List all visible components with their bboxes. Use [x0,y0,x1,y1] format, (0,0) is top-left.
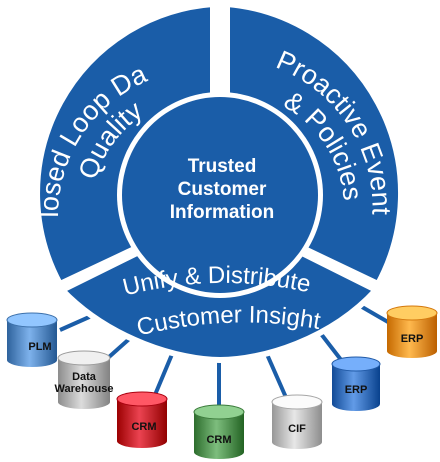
database-label-erp-orange: ERP [401,333,424,345]
center-circle [122,97,318,293]
database-body-plm [7,320,57,367]
database-label-plm: PLM [28,341,51,353]
database-body-erp-blue [332,364,380,411]
database-cap-erp-blue [331,356,381,372]
database-label-cif: CIF [288,423,306,435]
center-label-line-3: Information [170,202,275,223]
database-cap-erp-orange [386,305,438,321]
database-body-erp-orange [387,313,437,358]
database-cap-crm-green [193,404,245,420]
database-body-cif [272,402,322,449]
database-label-erp-blue: ERP [345,384,368,396]
database-body-crm-red [117,399,167,448]
database-cap-crm-red [116,391,168,407]
database-erp-blue: ERP [331,356,381,411]
database-crm-red: CRM [116,391,168,448]
center-label-line-2: Customer [178,179,267,200]
database-cif: CIF [271,394,323,449]
database-cap-data-warehouse [57,350,111,366]
database-erp-orange: ERP [386,305,438,358]
database-body-crm-green [194,412,244,459]
database-label-data-warehouse: Warehouse [55,383,114,395]
database-label-crm-red: CRM [131,421,156,433]
database-crm-green: CRM [193,404,245,459]
database-cap-cif [271,394,323,410]
database-cap-plm [6,312,58,328]
database-plm: PLM [6,312,58,367]
database-label-crm-green: CRM [206,434,231,446]
database-body-data-warehouse [58,358,110,409]
database-label-data-warehouse: Data [72,371,97,383]
center-label-line-1: Trusted [188,156,257,177]
